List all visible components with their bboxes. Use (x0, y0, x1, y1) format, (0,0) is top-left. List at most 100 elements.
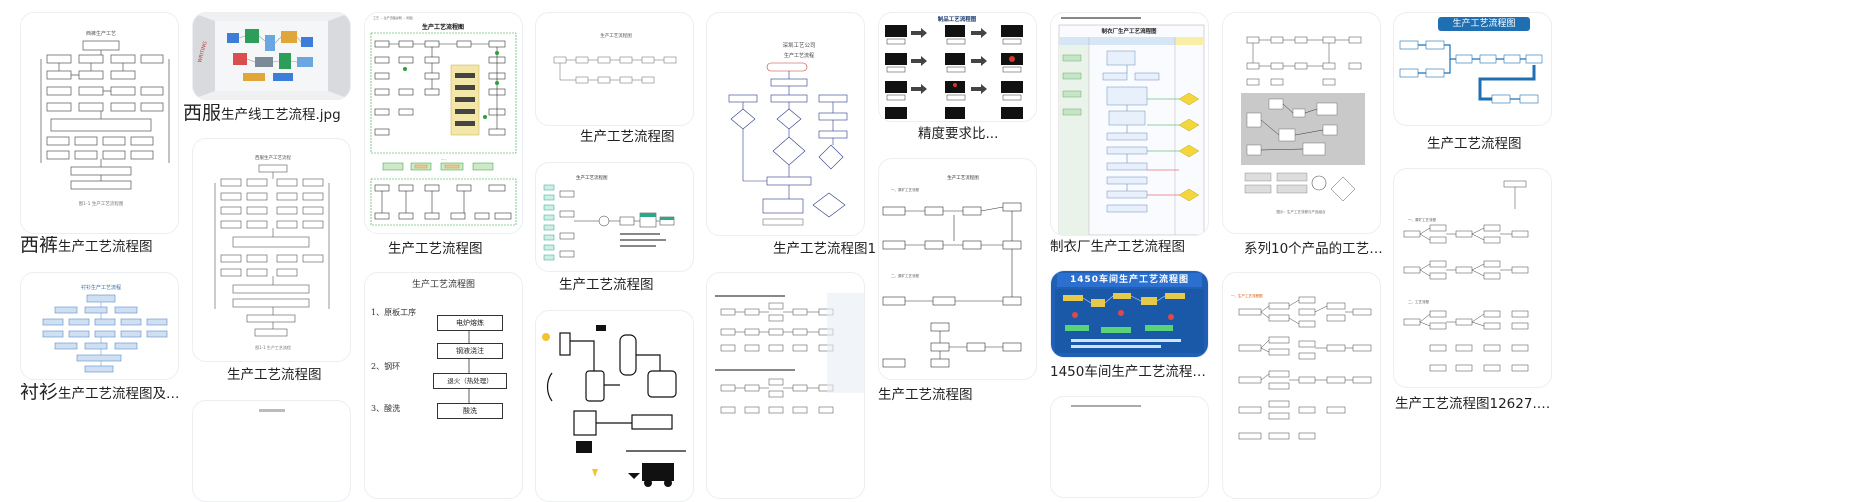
result-title-c15[interactable]: 生产工艺流程图 (1427, 135, 1547, 153)
result-title-text: 生产工艺流程图及工... (58, 386, 180, 402)
result-card-c12[interactable]: 制衣厂生产工艺流程图 (1050, 12, 1209, 236)
result-card-c13[interactable]: 1450车间生产工艺流程图 (1050, 270, 1209, 358)
result-title-prefix: 西服 (183, 104, 222, 124)
step-label: 2、钢环 (371, 362, 401, 371)
step-label: 3、酸洗 (371, 404, 401, 413)
svg-text:工艺 ... 生产流程说明 ... 附图: 工艺 ... 生产流程说明 ... 附图 (373, 15, 413, 20)
result-title-text: 精度要求比... (918, 126, 999, 142)
result-title-text: 生产工艺流程图 (388, 241, 483, 257)
thumbnail-header: 生产工艺流程图 (576, 174, 608, 181)
result-title-c11[interactable]: 生产工艺流程图 (878, 386, 1008, 404)
result-title-text: 生产工艺流程图 (58, 239, 153, 255)
result-title-c2[interactable]: 衬衫生产工艺流程图及工... (20, 383, 180, 403)
step-label: 1、原板工序 (371, 308, 417, 317)
thumbnail-flowchart-c2: 衬衫生产工艺流程 (42, 284, 168, 373)
thumbnail-flowchart-c16: 一、原矿工艺流程 二、工艺流程 (1403, 180, 1529, 372)
thumbnail-equipment-diagram (542, 325, 686, 487)
result-title-text: 生产工艺流程图 (580, 129, 675, 145)
result-title-text: 生产线工艺流程.jpg (221, 107, 341, 123)
result-card-c4b[interactable] (192, 400, 351, 502)
thumbnail-flowchart-c14: 图示：生产工艺流程与产品组合 (1241, 36, 1365, 214)
result-title-c16[interactable]: 生产工艺流程图12627.pdf 4页 (1395, 395, 1555, 413)
result-card-c11[interactable]: 生产工艺流程图 一、原矿工艺流程 二、原矿工艺流程 (878, 158, 1037, 380)
result-title-c4[interactable]: 生产工艺流程图 (227, 366, 377, 384)
thumbnail-flowchart-c5: 工艺 ... 生产流程说明 ... 附图 生产工艺流程图 ····· (370, 15, 517, 226)
result-title-text: 生产工艺流程图1 (773, 241, 877, 257)
result-title-c5[interactable]: 生产工艺流程图 (388, 240, 518, 258)
svg-text:一、原矿工艺流程: 一、原矿工艺流程 (891, 187, 919, 192)
result-title-text: 1450车间生产工艺流程图850... (1050, 364, 1207, 380)
result-card-c15[interactable]: 生产工艺流程图 (1393, 12, 1552, 126)
result-title-c12[interactable]: 制衣厂生产工艺流程图 (1050, 238, 1200, 256)
result-title-text: 生产工艺流程图 (559, 277, 654, 293)
result-card-c7b[interactable] (535, 310, 694, 502)
svg-text:二、原矿工艺流程: 二、原矿工艺流程 (891, 273, 919, 278)
thumbnail-swimlane-c12: 制衣厂生产工艺流程图 (1058, 17, 1205, 235)
thumbnail-flowchart-c11: 生产工艺流程图 一、原矿工艺流程 二、原矿工艺流程 (882, 174, 1022, 368)
result-card-c14[interactable]: 图示：生产工艺流程与产品组合 (1222, 12, 1381, 234)
thumbnail-header: 生产工艺流程图 (947, 174, 979, 181)
thumbnail-factory-layout-c13 (1055, 289, 1204, 353)
thumbnail-flowchart-partial (1071, 405, 1141, 407)
svg-text:西服生产工艺流程: 西服生产工艺流程 (255, 154, 291, 161)
result-title-text: 系列10个产品的工艺流... (1244, 241, 1384, 257)
flow-arrows (468, 330, 470, 403)
thumbnail-flowchart-c7: 生产工艺流程图 (543, 174, 675, 261)
result-card-c9[interactable]: 深圳工艺公司 生产工艺流程 (706, 12, 865, 236)
result-title-c13[interactable]: 1450车间生产工艺流程图850... (1050, 363, 1207, 381)
svg-text:衬衫生产工艺流程: 衬衫生产工艺流程 (81, 284, 121, 291)
result-card-c14b[interactable]: 一、生产工艺流程图 (1222, 272, 1381, 499)
thumbnail-flowchart-c9: 深圳工艺公司 生产工艺流程 (728, 41, 848, 226)
result-title-c7[interactable]: 生产工艺流程图 (559, 276, 689, 294)
thumbnail-flowchart-c9b (715, 293, 864, 414)
result-card-c8[interactable]: 生产工艺流程图 1、原板工序 2、钢环 3、酸洗 电炉熔炼 钢液浇注 退火（热处… (364, 272, 523, 499)
result-title-c14[interactable]: 系列10个产品的工艺流... (1244, 240, 1384, 258)
thumbnail-header: 制衣厂生产工艺流程图 (1101, 27, 1157, 35)
svg-text:制品工艺流程图: 制品工艺流程图 (938, 15, 977, 23)
thumbnail-flowchart-c14b: 一、生产工艺流程图 (1231, 293, 1372, 440)
result-title-c6[interactable]: 生产工艺流程图 (580, 128, 710, 146)
result-card-c13b[interactable] (1050, 396, 1209, 498)
result-title-text: 生产工艺流程图 (878, 387, 973, 403)
thumbnail-3d-factory-c3: WRITING (193, 13, 350, 99)
thumbnail-badge: 生产工艺流程图 (1438, 17, 1530, 31)
result-card-c10[interactable]: 制品工艺流程图 (878, 12, 1037, 122)
process-box: 钢液浇注 (437, 343, 503, 359)
thumbnail-header-line2: 生产工艺流程 (784, 52, 814, 59)
svg-text:WRITING: WRITING (197, 41, 209, 64)
result-card-c5[interactable]: 工艺 ... 生产流程说明 ... 附图 生产工艺流程图 ····· (364, 12, 523, 234)
thumbnail-flowchart-c4: 西服生产工艺流程 图1-1 生产工艺流程 (214, 154, 330, 350)
svg-text:图1-1 生产工艺流程: 图1-1 生产工艺流程 (255, 344, 291, 350)
thumbnail-flowchart-c6: 生产工艺流程图 (553, 32, 677, 84)
result-card-c2[interactable]: 衬衫生产工艺流程 (20, 272, 179, 380)
result-card-c7[interactable]: 生产工艺流程图 (535, 162, 694, 272)
thumbnail-process-icons-c10: 制品工艺流程图 (885, 15, 1023, 119)
result-title-c9[interactable]: 生产工艺流程图1 (773, 240, 883, 258)
svg-text:二、工艺流程: 二、工艺流程 (1408, 299, 1429, 304)
thumbnail-flowchart-c1: 西裤生产工艺 图1-1 生产工艺流程图 (40, 30, 170, 207)
thumbnail-header: 生产工艺流程图 (411, 280, 475, 290)
svg-text:一、生产工艺流程图: 一、生产工艺流程图 (1231, 293, 1263, 298)
thumbnail-header-line1: 深圳工艺公司 (782, 41, 815, 49)
result-card-c9b[interactable] (706, 272, 865, 499)
process-box: 酸洗 (437, 403, 503, 419)
result-card-c3[interactable]: WRITING (192, 12, 351, 100)
result-title-text: 生产工艺流程图 (1427, 136, 1522, 152)
svg-text:西裤生产工艺: 西裤生产工艺 (86, 30, 116, 37)
result-title-c10[interactable]: 精度要求比... (918, 125, 1038, 143)
svg-text:一、原矿工艺流程: 一、原矿工艺流程 (1408, 217, 1436, 222)
svg-text:·····: ····· (441, 158, 447, 162)
result-title-c3[interactable]: 西服生产线工艺流程.jpg (183, 104, 353, 124)
result-card-c16[interactable]: 一、原矿工艺流程 二、工艺流程 (1393, 168, 1552, 388)
result-card-c1[interactable]: 西裤生产工艺 图1-1 生产工艺流程图 (20, 12, 179, 234)
result-title-text: 生产工艺流程图12627.pdf 4页 (1395, 396, 1555, 412)
thumbnail-flowchart-partial (259, 409, 285, 412)
process-box: 退火（热处理） (433, 373, 507, 389)
result-title-c1[interactable]: 西裤生产工艺流程图 (20, 236, 180, 256)
svg-text:图示：生产工艺流程与产品组合: 图示：生产工艺流程与产品组合 (1277, 209, 1326, 214)
thumbnail-banner: 1450车间生产工艺流程图 (1057, 273, 1202, 287)
result-card-c4[interactable]: 西服生产工艺流程 图1-1 生产工艺流程 (192, 138, 351, 362)
result-card-c6[interactable]: 生产工艺流程图 (535, 12, 694, 126)
result-title-text: 生产工艺流程图 (227, 367, 322, 383)
svg-text:图1-1 生产工艺流程图: 图1-1 生产工艺流程图 (79, 200, 124, 207)
